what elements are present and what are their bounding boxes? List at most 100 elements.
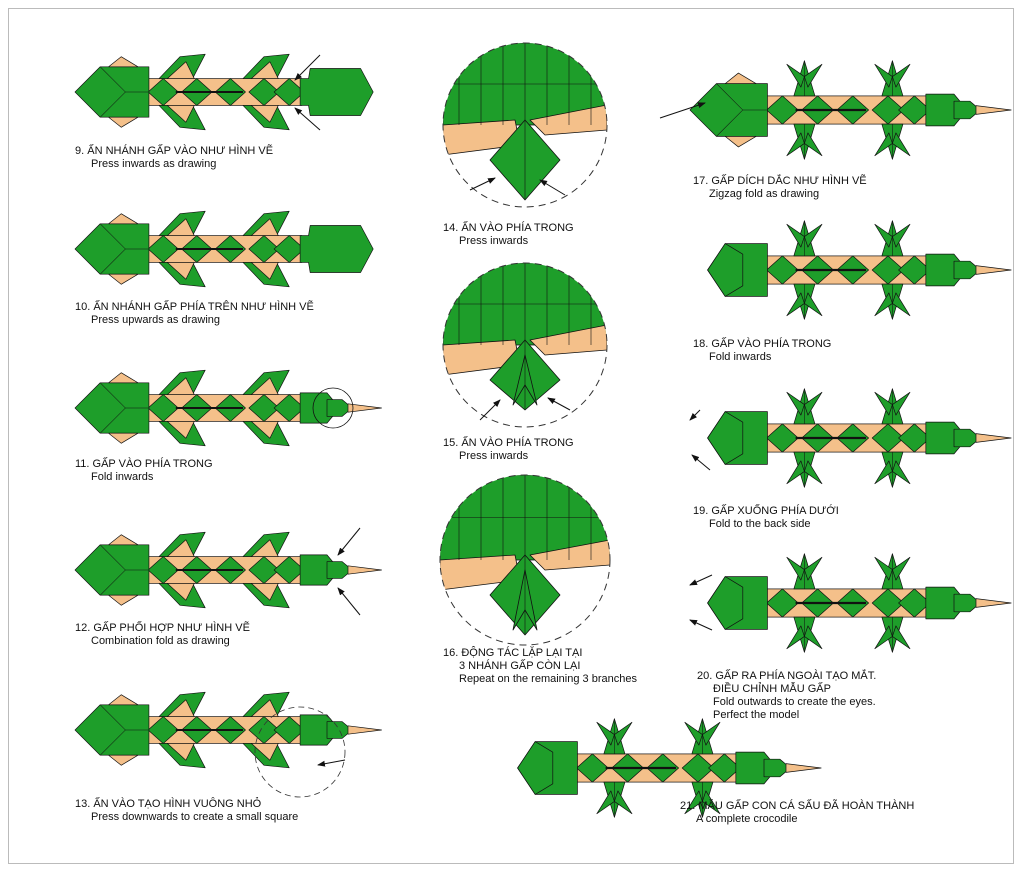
- leg-spike: [702, 721, 721, 746]
- dashed-circle: [442, 42, 608, 208]
- leg-spike: [786, 63, 805, 88]
- leg-tan: [167, 539, 195, 557]
- tail-tip: [975, 105, 1012, 115]
- step-10-figure: [74, 210, 374, 288]
- leg-spike: [786, 625, 805, 650]
- step-14-vi: 14. ẤN VÀO PHÍA TRONG: [443, 222, 574, 234]
- leg-spike: [614, 721, 633, 746]
- leg-spike: [874, 556, 893, 581]
- leg-spike: [596, 721, 615, 746]
- head-flap: [724, 72, 757, 84]
- leg-spike: [874, 391, 893, 416]
- step-9-en: Press inwards as drawing: [91, 158, 217, 170]
- leg-spike: [804, 625, 823, 650]
- step-9-figure: [74, 53, 374, 131]
- fold-arrow: [337, 527, 361, 556]
- step-13-en: Press downwards to create a small square: [91, 811, 299, 823]
- fold-arrow: [689, 619, 713, 631]
- step-10-en: Press upwards as drawing: [91, 314, 221, 326]
- leg-tan: [167, 218, 195, 236]
- leg-tan: [167, 421, 195, 439]
- step-18-vi: 18. GẤP VÀO PHÍA TRONG: [693, 338, 832, 350]
- leg-tan: [251, 61, 279, 79]
- head-flap: [724, 136, 757, 148]
- dashed-circle: [442, 262, 608, 428]
- step-20-en-line2: Perfect the model: [713, 709, 800, 721]
- tan-flap: [529, 324, 607, 356]
- leg-spike: [804, 556, 823, 581]
- leg-tan: [167, 105, 195, 123]
- leg-spike: [874, 292, 893, 317]
- step-20-vi: 20. GẤP RA PHÍA NGOÀI TẠO MẮT.: [697, 670, 877, 682]
- step-13-vi: 13. ẤN VÀO TẠO HÌNH VUÔNG NHỎ: [75, 798, 262, 810]
- tail-segment: [763, 758, 791, 778]
- head-crease: [100, 569, 126, 596]
- leg-spike: [874, 625, 893, 650]
- leg-tan: [251, 583, 279, 601]
- tail-tip: [975, 265, 1012, 275]
- fold-arrow: [547, 397, 571, 411]
- leg-tan: [251, 377, 279, 395]
- step-20-vi-line2: ĐIỀU CHỈNH MẪU GẤP: [713, 683, 831, 695]
- fold-arrow: [294, 54, 321, 81]
- leg-tan: [167, 61, 195, 79]
- step-18-figure: [707, 220, 1012, 320]
- head-flap: [108, 754, 139, 766]
- step-19-vi: 19. GẤP XUỐNG PHÍA DƯỚI: [693, 505, 839, 517]
- leg-spike: [892, 292, 911, 317]
- head-crease: [100, 66, 126, 93]
- leg-spike: [874, 132, 893, 157]
- fold-arrow: [479, 399, 501, 421]
- fold-arrow: [691, 454, 711, 471]
- step-11-figure: [74, 369, 382, 447]
- step-19-en: Fold to the back side: [709, 518, 811, 530]
- step-16-en: Repeat on the remaining 3 branches: [459, 673, 637, 685]
- step-12-figure: [74, 531, 382, 609]
- tail-segment: [953, 593, 981, 613]
- leg-spike: [874, 63, 893, 88]
- head-fold: [517, 741, 554, 795]
- leg-tan: [251, 539, 279, 557]
- head-fold: [707, 243, 744, 297]
- step-10-vi: 10. ẤN NHÁNH GẤP PHÍA TRÊN NHƯ HÌNH VẼ: [75, 301, 314, 313]
- fold-arrow: [689, 574, 713, 586]
- head-fold: [707, 411, 744, 465]
- step-20-figure: [707, 553, 1012, 653]
- tail-segment: [326, 721, 353, 739]
- tail-segment: [326, 561, 353, 579]
- leg-spike: [786, 391, 805, 416]
- fold-arrow: [294, 107, 321, 131]
- leg-tan: [167, 743, 195, 761]
- head-crease: [100, 729, 126, 756]
- step-15-figure: [442, 262, 608, 428]
- step-18-en: Fold inwards: [709, 351, 772, 363]
- step-21-en: A complete crocodile: [696, 813, 798, 825]
- fold-arrow: [659, 102, 706, 119]
- head-flap: [108, 534, 139, 546]
- leg-spike: [804, 223, 823, 248]
- leg-tan: [251, 743, 279, 761]
- detail-circle: [312, 387, 354, 429]
- leg-tan: [251, 262, 279, 280]
- leg-tan: [251, 105, 279, 123]
- step-15-en: Press inwards: [459, 450, 529, 462]
- step-16-vi-line2: 3 NHÁNH GẤP CÒN LẠI: [459, 660, 581, 672]
- head-crease: [100, 382, 126, 409]
- step-12-vi: 12. GẤP PHỐI HỢP NHƯ HÌNH VẼ: [75, 622, 250, 634]
- tail-segment: [953, 100, 981, 120]
- head-flap: [108, 56, 139, 68]
- step-20-caption: 20. GẤP RA PHÍA NGOÀI TẠO MẮT.ĐIỀU CHỈNH…: [697, 670, 876, 722]
- head-crease: [100, 248, 126, 275]
- step-14-figure: [442, 42, 608, 208]
- fold-arrow: [469, 177, 496, 191]
- leg-spike: [892, 63, 911, 88]
- leg-tan: [167, 583, 195, 601]
